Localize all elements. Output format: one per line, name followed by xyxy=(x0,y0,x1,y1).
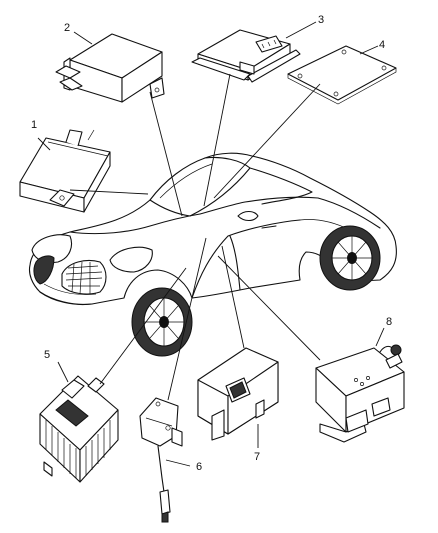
callout-3: 3 xyxy=(318,14,324,26)
leader-lines xyxy=(37,21,385,467)
callout-5: 5 xyxy=(44,349,50,361)
callout-1: 1 xyxy=(31,119,37,131)
part-6-sensor-illustration xyxy=(139,397,183,523)
callout-4: 4 xyxy=(379,39,385,51)
part-2-control-module-illustration xyxy=(55,33,165,103)
car-illustration xyxy=(28,152,397,357)
part-1-relay-module-illustration xyxy=(19,129,111,213)
part-7-bracket-module-illustration xyxy=(197,347,279,441)
part-5-finned-module-illustration xyxy=(39,375,119,483)
callouts: 1 2 3 4 5 6 7 8 xyxy=(31,14,392,473)
part-8-module-illustration xyxy=(315,344,405,443)
callout-2: 2 xyxy=(64,22,70,34)
part-3-module-illustration xyxy=(191,29,301,83)
callout-8: 8 xyxy=(386,316,392,328)
part-4-panel-illustration xyxy=(287,45,397,105)
callout-7: 7 xyxy=(254,451,260,463)
callout-6: 6 xyxy=(196,461,202,473)
